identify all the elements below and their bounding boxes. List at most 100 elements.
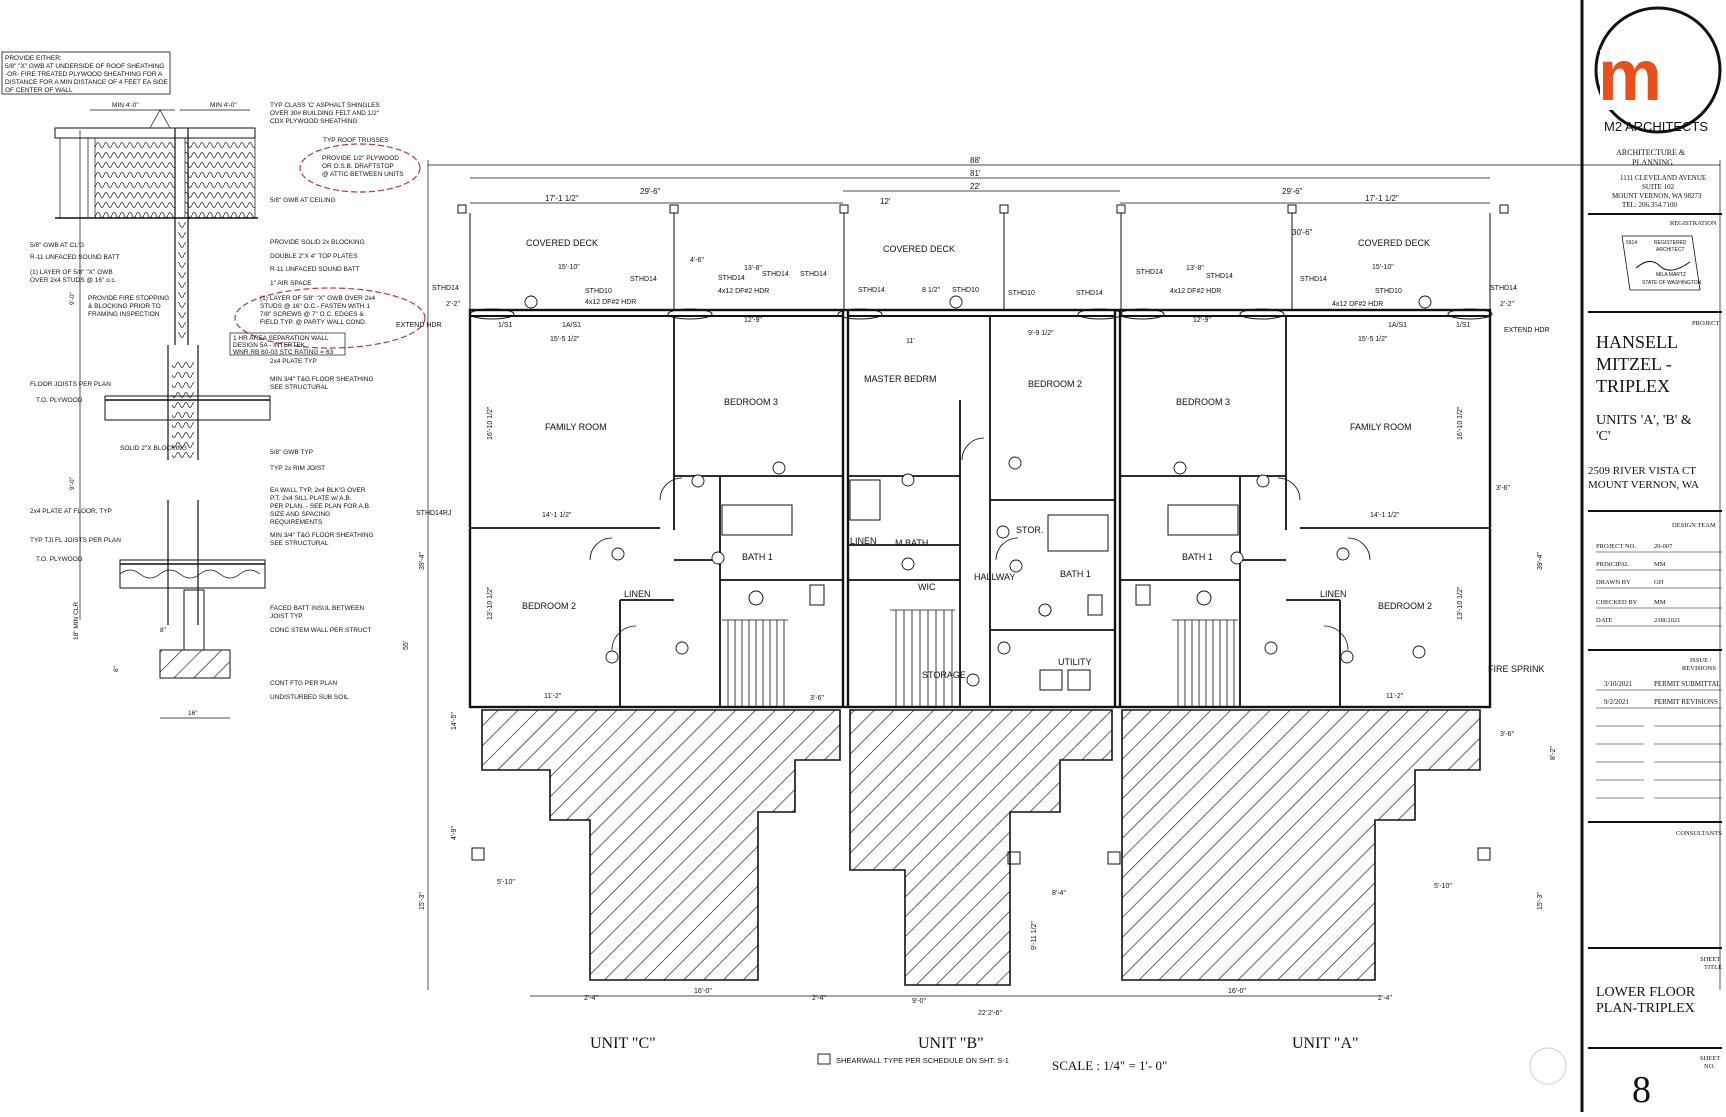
sthd14-c: STHD14: [432, 285, 459, 292]
tg-sheathing-2-1: SEE STRUCTURAL: [270, 540, 329, 547]
extend-hdr-c: EXTEND HDR: [396, 322, 442, 329]
dim-b-12: 12': [880, 197, 891, 206]
provide-line-1: 5/8" "X" GWB AT UNDERSIDE OF ROOF SHEATH…: [5, 63, 164, 70]
room-utility: UTILITY: [1058, 657, 1092, 667]
project-name-2: TRIPLEX: [1596, 376, 1670, 396]
top-plates-note: DOUBLE 2"X 4" TOP PLATES: [270, 253, 358, 260]
unit-c-label: UNIT "C": [590, 1035, 656, 1052]
dim-13-10-c: 13'-10 1/2": [487, 586, 494, 620]
separation-0: 1 HR AREA SEPARATION WALL: [233, 335, 329, 342]
dim-3-6-a: 3'-6": [1496, 485, 1510, 492]
air-space-note: 1" AIR SPACE: [270, 280, 312, 287]
dim-4-9: 4'-9": [451, 826, 458, 840]
sthd14-b2: STHD14: [1076, 290, 1103, 297]
sound-batt-left: R-11 UNFACED SOUND BATT: [30, 254, 120, 261]
firm-name: M2 ARCHITECTS: [1604, 119, 1708, 134]
units-1: 'C': [1596, 429, 1610, 444]
discipline-1: PLANNING: [1632, 158, 1673, 167]
min-4-left: MIN 4'-0": [112, 102, 139, 109]
stamp-3: MILA MARTZ: [1656, 272, 1686, 278]
info-label-4: DATE: [1596, 617, 1613, 624]
shingles-1: OVER 30# BUILDING FELT AND 1/2": [270, 110, 380, 117]
room-linen-c: LINEN: [624, 589, 651, 599]
plate-typ: 2x4 PLATE TYP: [270, 358, 317, 365]
sound-batt-right: R-11 UNFACED SOUND BATT: [270, 266, 360, 273]
rev-desc-0: PERMIT SUBMITTAL: [1654, 680, 1721, 688]
dim-3-6-a2: 3'-6": [1500, 731, 1514, 738]
hdr-a2: 4x12 DF#2 HDR: [1170, 288, 1221, 295]
separation-2: WNR RB 60-03 STC RATING = 63: [233, 349, 333, 356]
layer-right-1: STUDS @ 16" O.C.- FASTEN WITH 1: [260, 303, 370, 310]
room-bedroom3-a: BEDROOM 3: [1176, 397, 1230, 407]
dim-15-10-a: 15'-10": [1372, 264, 1394, 271]
dim-12-9-a: 12'-9": [1193, 317, 1211, 324]
sheet-title-1: PLAN-TRIPLEX: [1596, 1001, 1695, 1016]
dim-2-4-c: 2'-4": [584, 995, 598, 1002]
draftstop-2: @ ATTIC BETWEEN UNITS: [322, 171, 404, 178]
sthd14-a: STHD14: [1136, 269, 1163, 276]
separation-box: [229, 332, 346, 356]
dim-8-1-2: 8 1/2": [922, 287, 941, 294]
sheet-title-0: LOWER FLOOR: [1596, 985, 1696, 1000]
sthd14-c2: STHD14: [630, 276, 657, 283]
info-value-0: 20-007: [1654, 543, 1673, 550]
room-hallway: HALLWAY: [974, 572, 1015, 582]
dim-13-8-a: 13'-8": [1186, 265, 1204, 272]
units-0: UNITS 'A', 'B' &: [1596, 413, 1692, 428]
gwb-typ: 5/8" GWB TYP: [270, 449, 313, 456]
sthd14-a2: STHD14: [1206, 273, 1233, 280]
project-label: PROJECT: [1692, 320, 1719, 327]
one-s1-a: 1/S1: [1456, 322, 1471, 329]
issue-label-0: ISSUE /: [1690, 657, 1712, 664]
issue-label-1: REVISIONS: [1682, 665, 1716, 672]
dim-16: 16": [188, 710, 198, 717]
info-label-2: DRAWN BY: [1596, 579, 1631, 586]
dim-13-10-a: 13'-10 1/2": [1457, 586, 1464, 620]
rim-joist: TYP 2x RIM JOIST: [270, 465, 325, 472]
to-plywood-1: T.O. PLYWOOD: [36, 397, 83, 404]
architect-stamp: 5914 REGISTERED ARCHITECT MILA MARTZ STA…: [1621, 235, 1702, 291]
stamp-4: STATE OF WASHINGTON: [1642, 280, 1702, 286]
sheet-no-label-0: SHEET: [1700, 1055, 1720, 1062]
one-s1-c: 1/S1: [498, 322, 513, 329]
shearwall-note: SHEARWALL TYPE PER SCHEDULE ON SHT. S-1: [836, 1056, 1009, 1065]
room-m-bath: M.BATH: [895, 538, 928, 548]
dim-2-4-c2: 2'-4": [812, 995, 826, 1002]
gwb-ceiling-right: 5/8" GWB AT CEILING: [270, 197, 336, 204]
fire-stopping-0: PROVIDE FIRE STOPPING: [88, 295, 169, 302]
dim-39-4-c: 39'-4": [419, 552, 426, 570]
dim-4-6: 4'-6": [690, 257, 704, 264]
min-4-right: MIN 4'-0": [210, 102, 237, 109]
stairs: [722, 609, 1238, 706]
site-0: 2509 RIVER VISTA CT: [1588, 465, 1696, 477]
watermark-circle-icon: [1529, 1047, 1567, 1085]
unit-b-label: UNIT "B": [918, 1035, 984, 1052]
dim-14-5: 14'-5": [451, 712, 458, 730]
dim-18-min-clr: 18" MIN CLR: [73, 602, 80, 640]
revision-cloud-1: [299, 143, 421, 193]
stamp-2: ARCHITECT: [1656, 247, 1685, 253]
dim-16-0-c: 16'-0": [694, 988, 712, 995]
to-plywood-2: T.O. PLYWOOD: [36, 556, 83, 563]
ea-wall-1: P.T. 2x4 SILL PLATE w/ A.B.: [270, 495, 352, 502]
floor-plan: 88' 81' 22' 17'-1 1/2" 29'-6" 12' 29'-6"…: [396, 156, 1721, 1073]
project-name-1: MITZEL -: [1596, 354, 1672, 374]
sthd14-a4: STHD14: [1490, 285, 1517, 292]
roof-trusses: TYP ROOF TRUSSES: [323, 137, 389, 144]
room-stor: STOR.: [1016, 525, 1043, 535]
room-storage: STORAGE: [922, 670, 966, 680]
room-linen-b: LINEN: [850, 536, 877, 546]
sthd14-c4: STHD14: [762, 271, 789, 278]
dim-2-4-a: 2'-4": [1378, 995, 1392, 1002]
faced-batt-0: FACED BATT INSUL BETWEEN: [270, 605, 364, 612]
dim-11: 11': [906, 338, 915, 345]
dim-81: 81': [970, 169, 981, 178]
ea-wall-2: PER PLAN. - SEE PLAN FOR A.B.: [270, 503, 371, 510]
room-wic: WIC: [918, 582, 936, 592]
sheet-number: 8: [1632, 1069, 1651, 1111]
sthd14-a3: STHD14: [1300, 276, 1327, 283]
sthd10-a: STHD10: [1375, 288, 1402, 295]
stamp-0: 5914: [1626, 240, 1637, 246]
logo-circle-icon: [1594, 6, 1722, 134]
